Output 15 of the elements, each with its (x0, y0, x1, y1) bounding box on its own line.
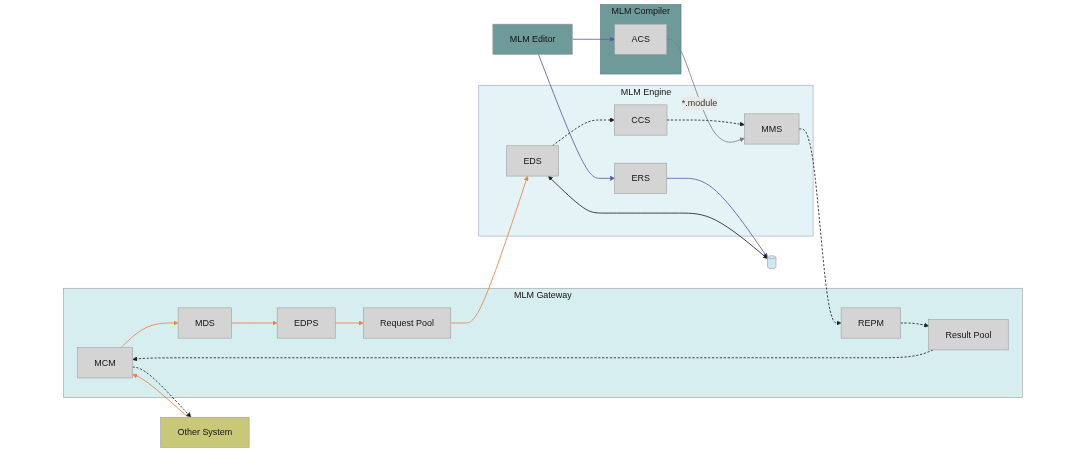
node-box: CCS (614, 104, 668, 136)
node-cylinder (767, 255, 777, 269)
node-box: Request Pool (363, 307, 452, 339)
node-box: MLM Editor (492, 23, 573, 55)
node-box: Result Pool (928, 319, 1009, 351)
node-box: EDPS (277, 307, 336, 339)
node-box: MDS (177, 307, 233, 339)
node-box: MCM (77, 347, 133, 379)
node-box: ACS (614, 23, 668, 55)
edge-label: *.module (681, 98, 718, 108)
node-box: EDS (506, 145, 560, 177)
node-box: MMS (744, 113, 800, 145)
node-box: REPM (840, 307, 902, 339)
node-box: Other System (160, 416, 250, 448)
node-box: ERS (614, 162, 668, 194)
